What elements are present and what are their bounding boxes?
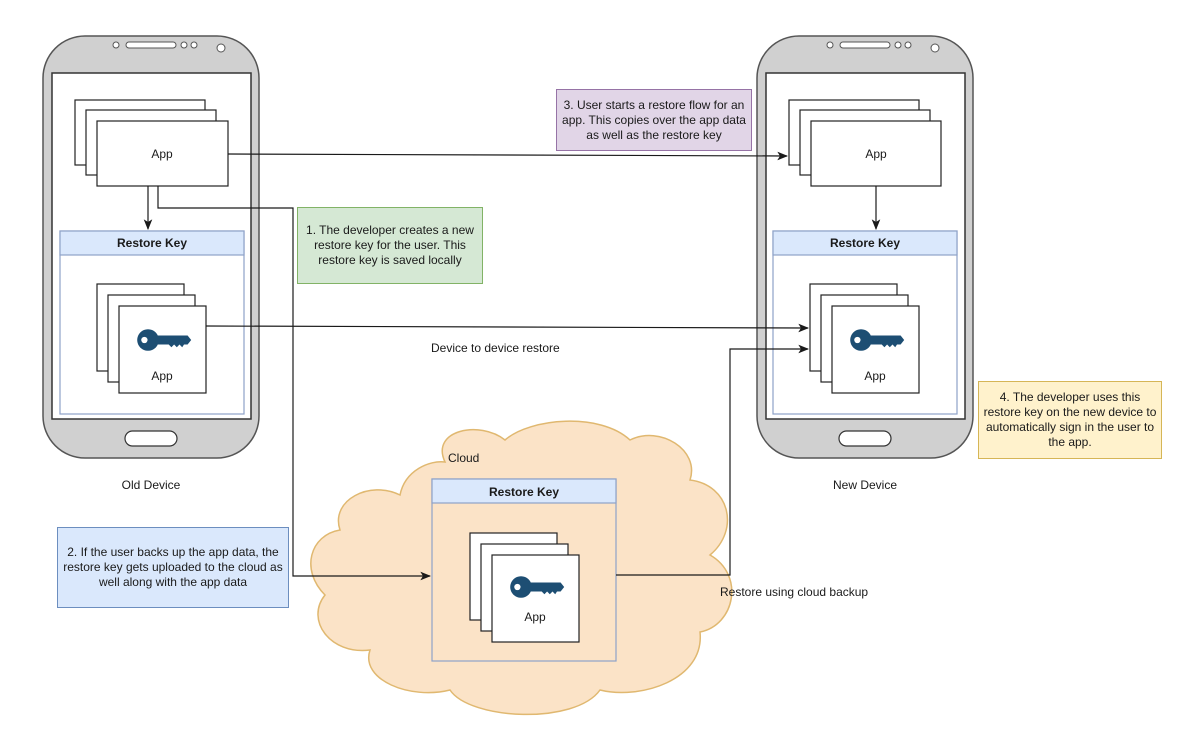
edge-old-app-to-new-app bbox=[227, 151, 789, 161]
new-phone-sensor-2 bbox=[904, 41, 912, 49]
note-step-4: 4. The developer uses this restore key o… bbox=[978, 381, 1162, 459]
edge-label-device-to-device: Device to device restore bbox=[431, 341, 560, 355]
new-phone-camera-right bbox=[930, 43, 940, 53]
old-device-label: Old Device bbox=[122, 478, 181, 492]
new-key-app-label: App bbox=[864, 369, 886, 383]
connectors bbox=[143, 151, 881, 581]
old-device: App Restore Key App Old Device bbox=[42, 35, 260, 492]
cloud-key-app-stack[interactable]: App bbox=[469, 532, 580, 643]
new-key-app-stack[interactable]: App bbox=[809, 283, 920, 394]
new-phone-speaker bbox=[839, 41, 891, 49]
note-step-2-text: 2. If the user backs up the app data, th… bbox=[63, 545, 283, 589]
note-step-2: 2. If the user backs up the app data, th… bbox=[57, 527, 289, 608]
cloud-key-app-label: App bbox=[524, 610, 546, 624]
note-step-3-text: 3. User starts a restore flow for an app… bbox=[562, 97, 746, 142]
edge-device-to-device bbox=[205, 323, 810, 333]
old-phone-speaker bbox=[125, 41, 177, 49]
new-restore-key-header: Restore Key bbox=[830, 236, 900, 250]
old-restore-key-container: Restore Key App bbox=[59, 230, 245, 415]
new-app-stack[interactable]: App bbox=[788, 99, 942, 187]
key-icon bbox=[137, 329, 192, 351]
edge-backup-to-cloud bbox=[157, 186, 432, 581]
note-step-1: 1. The developer creates a new restore k… bbox=[297, 207, 483, 284]
new-device-label: New Device bbox=[833, 478, 897, 492]
cloud-restore-key-container: Restore Key App bbox=[431, 478, 617, 662]
cloud-label: Cloud bbox=[448, 451, 479, 465]
new-phone-home-button bbox=[838, 430, 892, 447]
old-phone-sensor-1 bbox=[180, 41, 188, 49]
note-step-3: 3. User starts a restore flow for an app… bbox=[556, 89, 752, 151]
old-restore-key-header: Restore Key bbox=[117, 236, 187, 250]
new-phone-sensor-1 bbox=[894, 41, 902, 49]
new-app-label: App bbox=[865, 147, 887, 161]
key-icon bbox=[510, 576, 565, 598]
new-restore-key-container: Restore Key App bbox=[772, 230, 958, 415]
new-phone-camera-left bbox=[826, 41, 834, 49]
old-key-app-label: App bbox=[151, 369, 173, 383]
new-device: App Restore Key App New Device bbox=[756, 35, 974, 492]
old-phone-camera-left bbox=[112, 41, 120, 49]
old-phone-camera-right bbox=[216, 43, 226, 53]
old-key-app-stack[interactable]: App bbox=[96, 283, 207, 394]
cloud-restore-key-header: Restore Key bbox=[489, 485, 559, 499]
old-phone-sensor-2 bbox=[190, 41, 198, 49]
old-phone-home-button bbox=[124, 430, 178, 447]
edge-cloud-restore bbox=[616, 344, 810, 576]
note-step-1-text: 1. The developer creates a new restore k… bbox=[306, 223, 474, 267]
key-icon bbox=[850, 329, 905, 351]
old-app-stack[interactable]: App bbox=[74, 99, 229, 187]
old-app-label: App bbox=[151, 147, 173, 161]
note-step-4-text: 4. The developer uses this restore key o… bbox=[983, 390, 1157, 449]
edge-label-cloud-restore: Restore using cloud backup bbox=[720, 585, 869, 599]
